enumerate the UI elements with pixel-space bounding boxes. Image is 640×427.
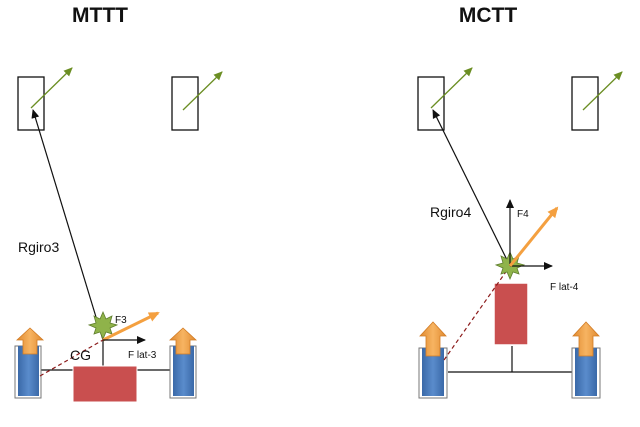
traction-arrow bbox=[419, 321, 447, 357]
cg-dashed-line bbox=[443, 265, 511, 361]
turning-radius-arrow bbox=[432, 109, 511, 267]
front-right-wheel bbox=[171, 76, 199, 131]
cg-label: CG bbox=[70, 347, 91, 363]
radius-label: Rgiro3 bbox=[18, 239, 59, 255]
radius-label: Rgiro4 bbox=[430, 204, 471, 220]
body-mass bbox=[72, 365, 138, 403]
lateral-force-label: F lat-3 bbox=[128, 350, 157, 361]
traction-arrow bbox=[15, 327, 45, 355]
force-label: F4 bbox=[517, 209, 529, 220]
diagram-title: MCTT bbox=[459, 4, 517, 27]
body-mass bbox=[493, 282, 529, 346]
steer-direction-arrow bbox=[182, 71, 223, 111]
front-right-wheel bbox=[571, 76, 599, 131]
traction-arrow bbox=[168, 327, 198, 355]
traction-arrow bbox=[572, 321, 600, 357]
lateral-force-label: F lat-4 bbox=[550, 282, 579, 293]
front-left-wheel bbox=[17, 76, 45, 131]
diagram-mttt: MTTT Rgiro3 CG F3 F lat-3 bbox=[14, 4, 223, 403]
diagram-title: MTTT bbox=[72, 4, 128, 27]
steer-direction-arrow bbox=[30, 67, 73, 109]
steer-direction-arrow bbox=[582, 71, 623, 111]
cg-dashed-line bbox=[39, 339, 104, 377]
rear-left-wheel bbox=[422, 348, 444, 396]
rear-right-wheel bbox=[173, 346, 194, 396]
turning-radius-arrow bbox=[31, 109, 104, 341]
rear-right-wheel bbox=[575, 348, 597, 396]
centrifugal-force-arrow bbox=[508, 206, 559, 267]
front-left-wheel bbox=[417, 76, 445, 131]
rear-left-wheel bbox=[18, 346, 39, 396]
centrifugal-force-arrow bbox=[102, 311, 160, 342]
diagram-mctt: MCTT Rgiro4 F4 F lat-4 bbox=[417, 4, 623, 399]
steer-direction-arrow bbox=[430, 67, 473, 109]
force-label: F3 bbox=[115, 315, 127, 326]
